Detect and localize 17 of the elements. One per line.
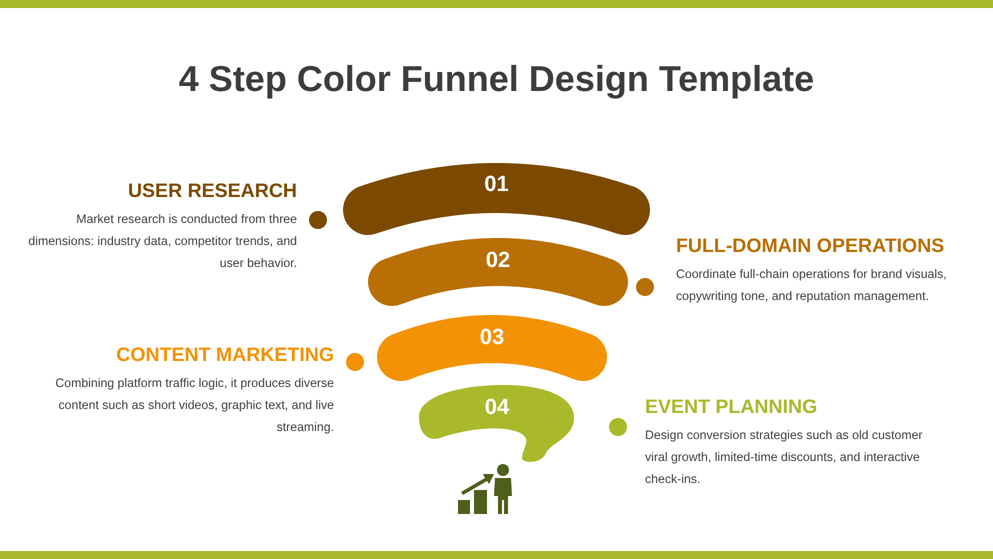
- step-description: Coordinate full-chain operations for brand visuals, copywriting tone, and reputation management.: [676, 266, 948, 305]
- funnel-band: [368, 238, 628, 306]
- title: 4 Step Color Funnel Design Template: [178, 57, 816, 101]
- step-description: Market research is conducted from three dimensions: industry data, competitor trends, and user behavior.: [27, 211, 297, 272]
- step-number: 02: [484, 247, 512, 273]
- step-description: Combining platform traffic logic, it produces diverse content such as short videos, graphic text, and live streaming.: [54, 375, 334, 436]
- funnel-band: [343, 163, 650, 235]
- step-heading: USER RESEARCH: [126, 179, 297, 204]
- step-number: 03: [478, 324, 506, 350]
- funnel-band: [377, 315, 607, 381]
- step-heading: EVENT PLANNING: [645, 395, 818, 420]
- funnel-band: [418, 385, 576, 463]
- step-heading: CONTENT MARKETING: [115, 343, 334, 368]
- step-number: 01: [483, 171, 510, 197]
- step-heading: FULL-DOMAIN OPERATIONS: [676, 234, 946, 259]
- step-number: 04: [484, 394, 510, 420]
- step-description: Design conversion strategies such as old customer viral growth, limited-time discounts, and interactive check-ins.: [645, 427, 924, 488]
